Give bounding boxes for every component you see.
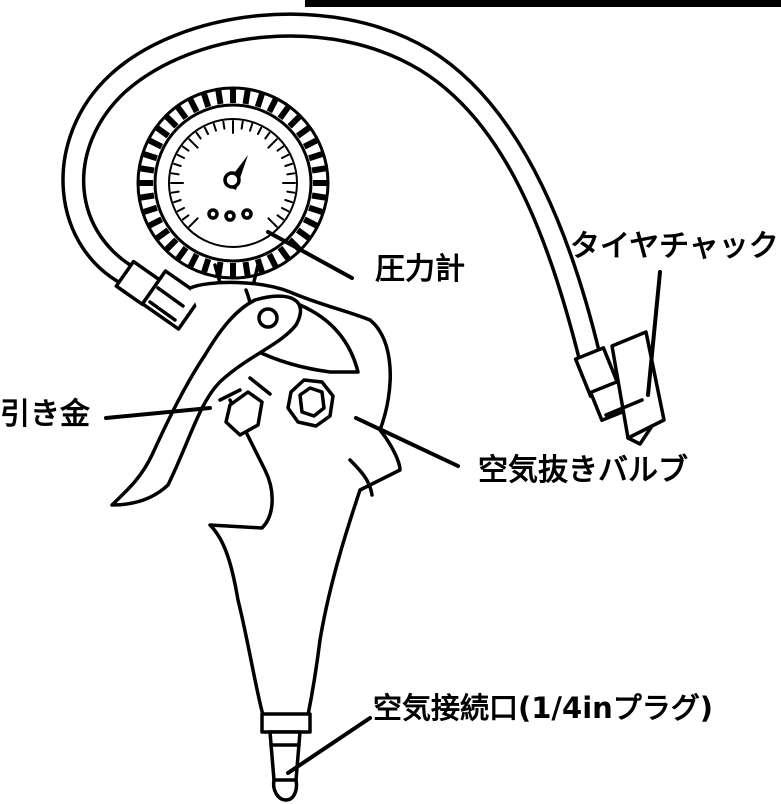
- bezel-tooth: [200, 90, 212, 108]
- bezel-tooth: [186, 252, 200, 270]
- air-hose: [61, 12, 602, 364]
- bezel-tooth: [215, 87, 224, 105]
- bezel-tooth: [277, 245, 292, 263]
- scale-tick: [264, 131, 271, 140]
- bezel-tooth: [153, 227, 171, 242]
- bezel-tooth: [242, 87, 251, 105]
- adjust-knob: [218, 376, 272, 437]
- trigger: [110, 294, 303, 507]
- label-air-inlet: 空気接続口(1/4inプラグ): [373, 691, 714, 725]
- bezel-tooth: [311, 192, 329, 201]
- scale-tick: [173, 198, 182, 204]
- leader-chuck: [646, 270, 662, 397]
- scale-tick: [188, 138, 199, 149]
- bezel-tooth: [295, 124, 313, 139]
- leader-lines: [104, 230, 662, 775]
- scale-tick: [173, 162, 182, 168]
- bezel-tooth: [287, 112, 304, 129]
- bezel-tooth: [311, 165, 329, 174]
- scale-tick: [170, 190, 180, 194]
- gauge-scale-ticks: [170, 120, 296, 228]
- scale-tick: [276, 214, 285, 221]
- label-air-release-valve: 空気抜きバルブ: [478, 453, 688, 488]
- label-trigger: 引き金: [0, 397, 90, 432]
- bezel-tooth: [242, 261, 251, 279]
- scale-tick: [281, 153, 290, 160]
- scale-tick: [203, 126, 210, 135]
- bezel-tooth: [295, 227, 313, 242]
- bezel-tooth: [254, 258, 266, 276]
- bezel-tooth: [254, 90, 266, 108]
- bezel-tooth: [174, 245, 189, 263]
- bezel-tooth: [162, 237, 179, 254]
- scale-tick: [170, 172, 180, 176]
- scale-tick: [281, 206, 290, 213]
- bezel-tooth: [200, 258, 212, 276]
- scale-tick: [284, 162, 293, 168]
- bezel-tooth: [153, 124, 171, 139]
- top-bar: [305, 0, 781, 7]
- scale-tick: [267, 217, 278, 228]
- bezel-tooth: [137, 192, 155, 201]
- scale-tick: [286, 190, 296, 194]
- bezel-tooth: [266, 96, 280, 114]
- bezel-tooth: [146, 136, 164, 150]
- scale-tick: [181, 214, 190, 221]
- bezel-tooth: [308, 204, 326, 216]
- scale-tick: [248, 123, 254, 132]
- leader-inlet: [286, 716, 372, 775]
- leader-release: [354, 416, 460, 468]
- bezel-tooth: [302, 216, 320, 230]
- bezel-tooth: [140, 204, 158, 216]
- bezel-tooth: [266, 252, 280, 270]
- gun-body: [188, 280, 402, 717]
- bezel-tooth: [140, 150, 158, 162]
- scale-tick: [267, 138, 278, 149]
- air-release-valve-knob: [286, 378, 335, 428]
- scale-tick: [286, 172, 296, 176]
- pressure-gauge: [136, 86, 330, 314]
- bezel-tooth: [302, 136, 320, 150]
- scale-tick: [256, 126, 263, 135]
- bezel-tooth: [174, 103, 189, 121]
- bezel-tooth: [277, 103, 292, 121]
- scale-tick: [284, 198, 293, 204]
- bezel-tooth: [137, 165, 155, 174]
- scale-tick: [212, 123, 218, 132]
- scale-tick: [176, 206, 185, 213]
- label-tire-chuck: タイヤチャック: [570, 229, 779, 264]
- label-pressure-gauge: 圧力計: [375, 252, 465, 287]
- bezel-tooth: [162, 112, 179, 129]
- scale-tick: [222, 120, 226, 130]
- scale-tick: [188, 217, 199, 228]
- scale-tick: [276, 145, 285, 152]
- hose-fitting: [114, 259, 204, 331]
- bezel-tooth: [308, 150, 326, 162]
- bezel-tooth: [146, 216, 164, 230]
- leader-trigger: [104, 406, 212, 420]
- scale-tick: [176, 153, 185, 160]
- bezel-tooth: [186, 96, 200, 114]
- scale-tick: [240, 120, 244, 130]
- scale-tick: [181, 145, 190, 152]
- leader-gauge: [266, 230, 354, 280]
- air-inlet-plug: [260, 712, 312, 802]
- scale-tick: [195, 131, 202, 140]
